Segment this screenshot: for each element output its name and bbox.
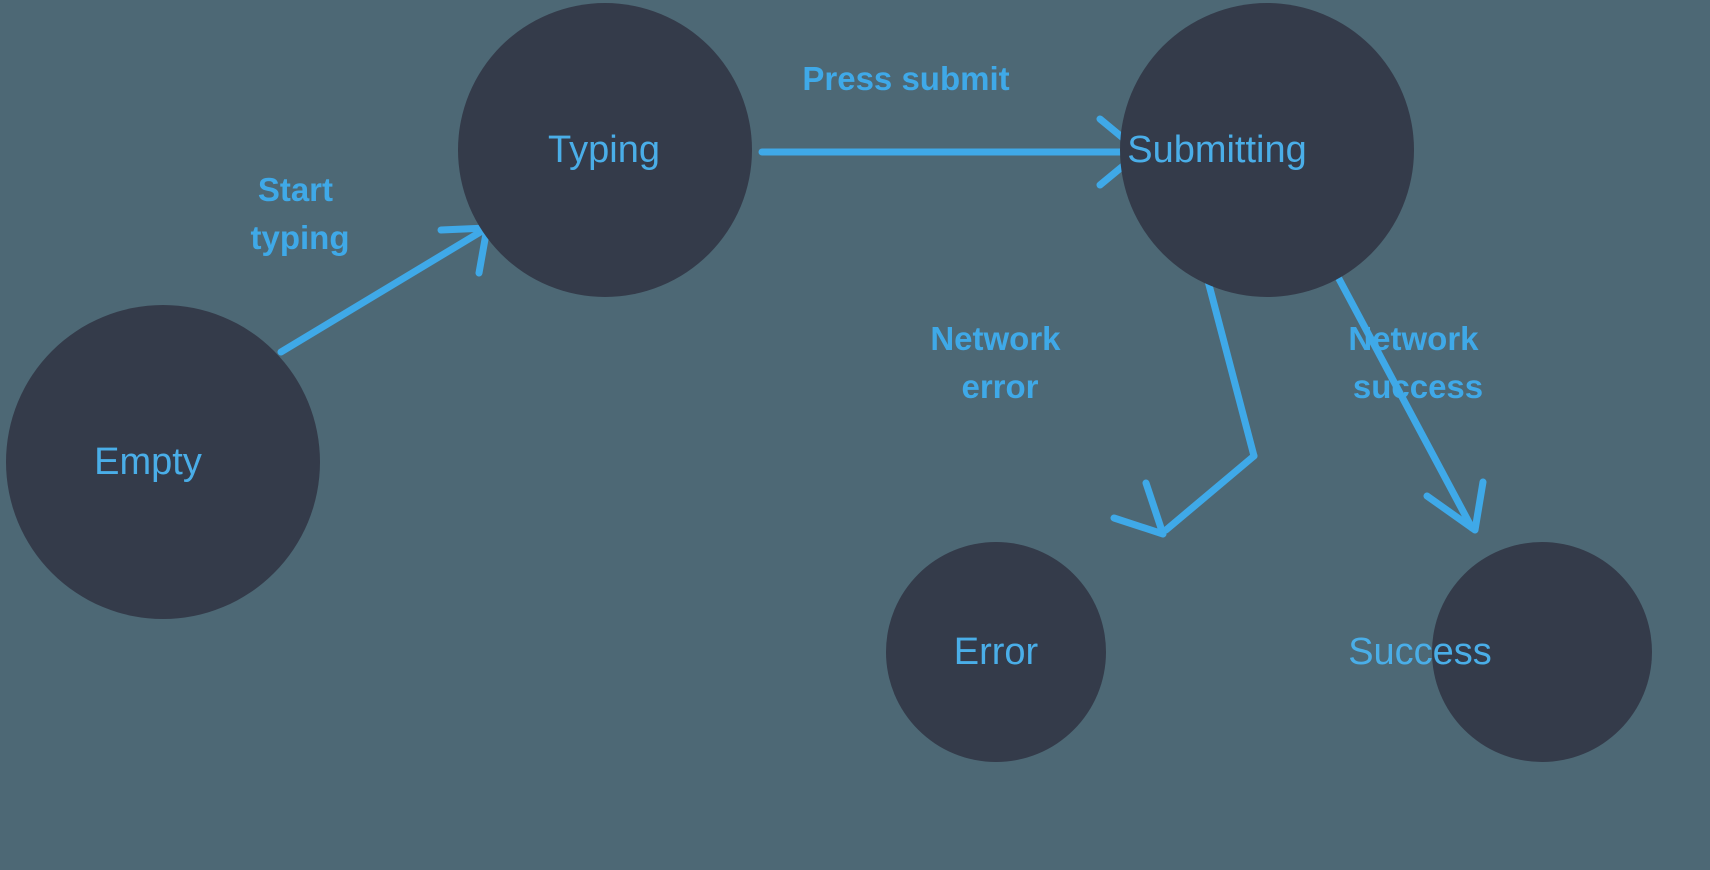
transition-start-typing-label-line-2: typing xyxy=(251,219,350,256)
transition-press-submit-label: Press submit xyxy=(802,60,1009,97)
state-label-empty: Empty xyxy=(94,441,202,483)
transition-start-typing-label-line-1: Start xyxy=(258,171,333,208)
transition-network-success-line xyxy=(1326,258,1476,532)
transition-start-typing-label: Start typing xyxy=(251,171,350,256)
transition-network-error[interactable]: Network error xyxy=(930,258,1258,538)
transition-network-error-label-line-1: Network xyxy=(930,320,1061,357)
transition-start-typing-line xyxy=(277,224,491,356)
transition-press-submit[interactable]: Press submit xyxy=(758,60,1144,189)
state-circle-success xyxy=(1432,542,1652,762)
state-circle-error xyxy=(886,542,1106,762)
state-label-success: Success xyxy=(1348,631,1492,673)
state-circle-typing xyxy=(458,3,752,297)
transition-network-success-label-line-1: Network xyxy=(1348,320,1479,357)
state-label-error: Error xyxy=(954,631,1039,673)
transition-network-success-label-line-2: success xyxy=(1353,368,1483,405)
transition-network-error-arrowhead xyxy=(1110,479,1167,538)
state-node-submitting[interactable]: Submitting xyxy=(1120,3,1414,297)
transition-network-error-line xyxy=(1162,452,1258,534)
transition-network-success-label: Network success xyxy=(1348,320,1487,405)
state-circle-empty xyxy=(6,305,320,619)
transition-network-error-label-line-2: error xyxy=(961,368,1038,405)
state-circle-submitting xyxy=(1120,3,1414,297)
state-node-success[interactable]: Success xyxy=(1348,542,1652,762)
transition-network-success-arrowhead xyxy=(1423,478,1487,534)
transition-press-submit-label-line-1: Press submit xyxy=(802,60,1009,97)
state-label-submitting: Submitting xyxy=(1127,129,1307,171)
transition-start-typing[interactable]: Start typing xyxy=(251,171,491,356)
state-node-empty[interactable]: Empty xyxy=(6,305,320,619)
state-node-typing[interactable]: Typing xyxy=(458,3,752,297)
transition-network-error-line-upper xyxy=(1199,258,1258,460)
state-node-error[interactable]: Error xyxy=(886,542,1106,762)
transition-network-error-label: Network error xyxy=(930,320,1069,405)
transition-network-success[interactable]: Network success xyxy=(1326,258,1488,534)
state-label-typing: Typing xyxy=(548,129,660,171)
